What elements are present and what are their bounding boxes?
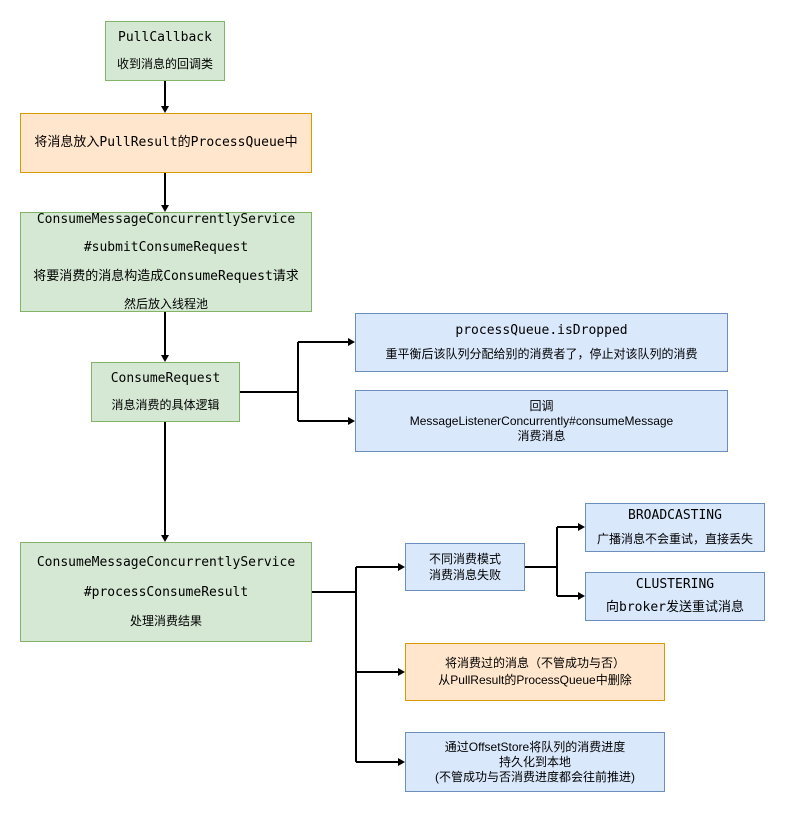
connector-line — [312, 591, 356, 593]
text-line: 消费消息 — [517, 428, 566, 443]
text-line: CLUSTERING — [635, 576, 715, 592]
connector-line — [298, 341, 348, 343]
node-callback-consume-message: 回调 MessageListenerConcurrently#consumeMe… — [355, 390, 728, 452]
arrowhead — [348, 417, 355, 425]
node-pull-callback: PullCallback 收到消息的回调类 — [105, 21, 225, 81]
text-line: 消息消费的具体逻辑 — [111, 397, 220, 412]
node-put-process-queue: 将消息放入PullResult的ProcessQueue中 — [20, 113, 312, 173]
node-broadcasting: BROADCASTING 广播消息不会重试，直接丢失 — [585, 503, 765, 552]
text-line: 不同消费模式 — [428, 552, 501, 566]
text-line: 通过OffsetStore将队列的消费进度 — [444, 739, 626, 754]
connector-line — [356, 671, 398, 673]
arrowhead — [348, 338, 355, 346]
text-line: MessageListenerConcurrently#consumeMessa… — [409, 413, 674, 428]
text-line: BROADCASTING — [628, 508, 722, 524]
text-line: 向broker发送重试消息 — [606, 600, 744, 615]
arrowhead — [161, 205, 169, 212]
arrowhead — [398, 758, 405, 766]
node-process-queue-dropped: processQueue.isDropped 重平衡后该队列分配给别的消费者了，… — [355, 313, 728, 372]
connector-line — [240, 391, 298, 393]
text-line: (不管成功与否消费进度都会往前推进) — [435, 769, 635, 784]
arrowhead — [398, 563, 405, 571]
text-line: ConsumeMessageConcurrentlyService — [36, 555, 296, 571]
connector-line — [557, 595, 578, 597]
text-line: #processConsumeResult — [83, 584, 249, 600]
connector-line — [355, 567, 357, 762]
text-line: #submitConsumeRequest — [83, 240, 249, 256]
text-line: 处理消费结果 — [129, 613, 202, 628]
text-line: 将消费过的消息（不管成功与否） — [444, 656, 625, 670]
text-line: ConsumeRequest — [110, 371, 221, 387]
node-process-consume-result: ConsumeMessageConcurrentlyService #proce… — [20, 542, 312, 642]
text-line: ConsumeMessageConcurrentlyService — [36, 212, 296, 228]
node-remove-from-queue: 将消费过的消息（不管成功与否） 从PullResult的ProcessQueue… — [405, 643, 665, 701]
text-line: 从PullResult的ProcessQueue中删除 — [438, 673, 632, 687]
text-line: 将要消费的消息构造成ConsumeRequest请求 — [33, 268, 299, 284]
text-line: PullCallback — [118, 30, 212, 46]
arrowhead — [161, 535, 169, 542]
connector-line — [356, 761, 398, 763]
text-line: 广播消息不会重试，直接丢失 — [596, 531, 753, 546]
text-line: 重平衡后该队列分配给别的消费者了，停止对该队列的消费 — [385, 346, 698, 361]
arrowhead — [161, 355, 169, 362]
arrowhead — [578, 523, 585, 531]
connector-line — [556, 527, 558, 596]
connector-line — [557, 526, 578, 528]
connector-line — [298, 420, 348, 422]
connector-line — [164, 81, 166, 106]
text-line: 消费消息失败 — [428, 568, 501, 582]
node-consume-mode: 不同消费模式 消费消息失败 — [405, 543, 525, 591]
text-line: 然后放入线程池 — [123, 296, 208, 311]
text-line: 收到消息的回调类 — [116, 56, 213, 71]
arrowhead — [578, 592, 585, 600]
connector-line — [525, 566, 557, 568]
text-line: 将消息放入PullResult的ProcessQueue中 — [34, 134, 298, 150]
node-consume-request: ConsumeRequest 消息消费的具体逻辑 — [91, 362, 240, 422]
arrowhead — [398, 668, 405, 676]
text-line: 回调 — [529, 398, 554, 413]
connector-line — [297, 342, 299, 421]
node-clustering: CLUSTERING 向broker发送重试消息 — [585, 572, 765, 621]
node-submit-consume-request: ConsumeMessageConcurrentlyService #submi… — [20, 212, 312, 312]
text-line: processQueue.isDropped — [455, 323, 628, 339]
node-offset-store: 通过OffsetStore将队列的消费进度 持久化到本地 (不管成功与否消费进度… — [405, 732, 665, 792]
text-line: 持久化到本地 — [498, 754, 571, 769]
connector-line — [164, 173, 166, 205]
connector-line — [164, 422, 166, 535]
arrowhead — [161, 106, 169, 113]
connector-line — [356, 566, 398, 568]
connector-line — [164, 312, 166, 355]
